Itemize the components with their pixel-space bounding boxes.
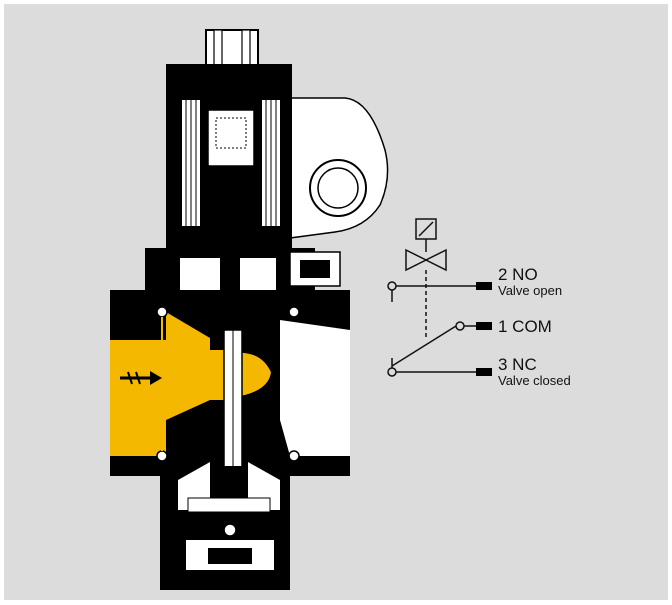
com-port-label: 1 COM: [498, 317, 552, 336]
nc-state-label: Valve closed: [498, 373, 571, 388]
coil-hatching: [185, 100, 277, 226]
switch-schematic: [387, 270, 480, 377]
inlet-fluid: [110, 312, 210, 456]
flow-direction-arrow-icon: [120, 371, 162, 385]
no-state-label: Valve open: [498, 283, 563, 298]
valve-disc-seal: [235, 350, 274, 400]
outlet-port: [280, 320, 350, 456]
mounting-hole-inner: [317, 167, 359, 209]
nc-port-label: 3 NC: [498, 355, 537, 374]
solenoid-valve-symbol-icon: [405, 218, 447, 272]
diaphragm: [187, 497, 271, 513]
no-port-label: 2 NO: [498, 265, 538, 284]
plunger-core: [206, 172, 256, 252]
terminal-markers: [476, 282, 492, 376]
